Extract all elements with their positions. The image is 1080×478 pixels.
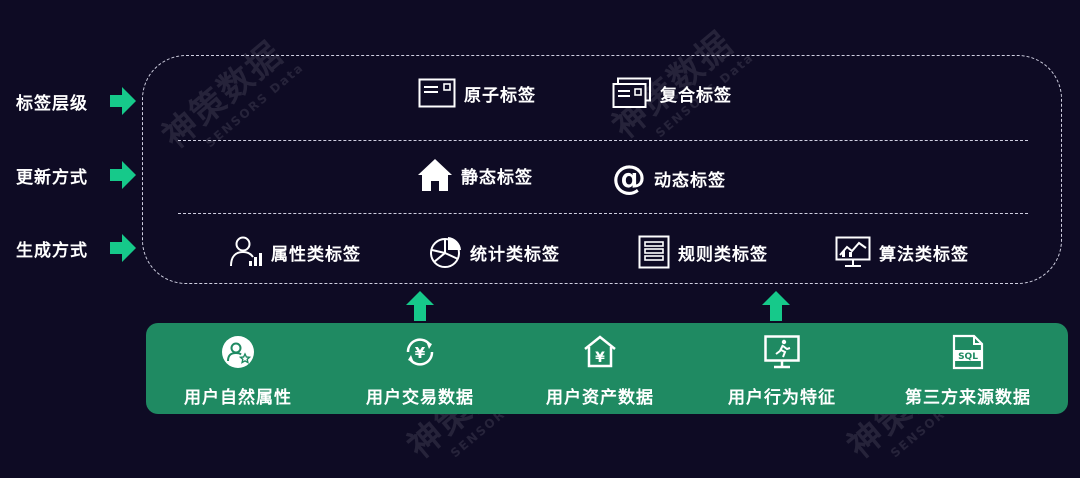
tag-label: 复合标签 xyxy=(660,85,732,106)
divider xyxy=(178,140,1028,141)
right-arrow-icon xyxy=(110,87,136,115)
source-asset-data: ¥ 用户资产数据 xyxy=(508,323,692,414)
tag-attribute: 属性类标签 xyxy=(229,235,361,269)
svg-text:@: @ xyxy=(612,161,646,195)
tag-label: 属性类标签 xyxy=(271,244,361,265)
yen-cycle-icon: ¥ xyxy=(406,338,434,366)
level-label: 更新方式 xyxy=(16,167,88,188)
document-list-icon xyxy=(638,235,670,269)
tag-label: 静态标签 xyxy=(461,167,533,188)
svg-text:¥: ¥ xyxy=(415,344,426,362)
house-yen-icon: ¥ xyxy=(584,335,616,368)
card-icon xyxy=(418,78,456,108)
tag-panel xyxy=(142,55,1062,284)
up-arrow-icon xyxy=(762,291,790,321)
source-label: 第三方来源数据 xyxy=(905,388,1031,408)
source-transaction-data: ¥ 用户交易数据 xyxy=(328,323,512,414)
data-source-bar: 用户自然属性 ¥ 用户交易数据 ¥ 用户资产数据 xyxy=(146,323,1068,414)
sql-file-icon: SQL xyxy=(952,334,984,370)
tag-label: 统计类标签 xyxy=(470,244,560,265)
tag-composite: 复合标签 xyxy=(612,77,732,109)
house-icon xyxy=(418,159,452,191)
source-label: 用户资产数据 xyxy=(546,388,654,408)
tag-statistics: 统计类标签 xyxy=(428,235,560,269)
monitor-walk-icon xyxy=(764,335,800,369)
level-label: 生成方式 xyxy=(16,240,88,261)
tag-label: 规则类标签 xyxy=(678,244,768,265)
pie-chart-icon xyxy=(430,237,461,268)
tag-label: 算法类标签 xyxy=(879,244,969,265)
source-label: 用户行为特征 xyxy=(728,388,836,408)
right-arrow-icon xyxy=(110,234,136,262)
svg-text:¥: ¥ xyxy=(595,350,605,366)
source-third-party: SQL 第三方来源数据 xyxy=(876,323,1060,414)
user-chart-icon xyxy=(230,236,262,267)
source-label: 用户自然属性 xyxy=(184,388,292,408)
tag-dynamic: @ 动态标签 xyxy=(612,161,726,195)
tag-label: 动态标签 xyxy=(654,170,726,191)
chart-monitor-icon xyxy=(835,236,871,267)
tag-algorithm: 算法类标签 xyxy=(835,236,969,268)
stacked-cards-icon xyxy=(612,77,651,108)
tag-label: 原子标签 xyxy=(464,85,536,106)
up-arrow-icon xyxy=(406,291,434,321)
tag-static: 静态标签 xyxy=(417,157,533,193)
source-behavior: 用户行为特征 xyxy=(690,323,874,414)
level-label: 标签层级 xyxy=(16,93,88,114)
user-star-icon xyxy=(222,336,254,368)
tag-atomic: 原子标签 xyxy=(418,78,536,108)
source-label: 用户交易数据 xyxy=(366,388,474,408)
level-row-update-method: 更新方式 xyxy=(0,160,136,190)
source-user-attributes: 用户自然属性 xyxy=(146,323,330,414)
tag-rule: 规则类标签 xyxy=(638,235,768,269)
level-row-generation-method: 生成方式 xyxy=(0,233,136,263)
at-sign-icon: @ xyxy=(612,161,646,195)
right-arrow-icon xyxy=(110,161,136,189)
divider xyxy=(178,213,1028,214)
level-row-tag-hierarchy: 标签层级 xyxy=(0,86,136,116)
svg-text:SQL: SQL xyxy=(958,352,978,362)
